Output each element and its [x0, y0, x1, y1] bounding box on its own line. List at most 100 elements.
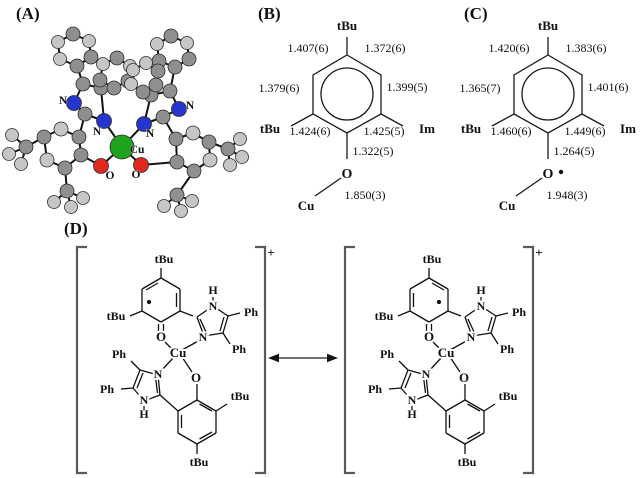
bond — [464, 432, 485, 445]
im-label: Im — [620, 121, 636, 136]
bond — [199, 403, 213, 412]
atom-label-o_left: O — [106, 170, 115, 182]
bond — [449, 356, 461, 373]
bond-length-bottom-left: 1.424(6) — [290, 124, 331, 138]
bond — [219, 316, 225, 332]
bond — [203, 332, 224, 337]
bond — [181, 356, 193, 373]
label-h: H — [407, 407, 417, 421]
bond-length-left: 1.365(7) — [460, 81, 501, 95]
bond — [445, 432, 466, 445]
im-label: Im — [419, 121, 435, 136]
bond — [464, 305, 482, 318]
bond — [177, 399, 198, 412]
label-n: N — [154, 367, 163, 381]
h-atom — [96, 57, 110, 71]
label-o: O — [156, 329, 166, 344]
bond — [447, 310, 462, 317]
c-atom — [150, 63, 166, 79]
bond — [397, 310, 411, 317]
h-atom — [39, 152, 55, 168]
label-tbu: tBu — [231, 389, 250, 403]
c-atom — [75, 76, 91, 92]
c-atom — [69, 58, 85, 74]
label-h: H — [139, 407, 149, 421]
c-atom — [155, 109, 171, 125]
bond — [159, 394, 179, 412]
label-tbu: tBu — [375, 309, 394, 323]
structure-bonds — [388, 268, 509, 454]
bond — [427, 394, 447, 412]
h-atom — [174, 204, 188, 218]
h-atom — [14, 157, 28, 171]
bond — [196, 432, 217, 445]
label-ph: Ph — [100, 382, 114, 396]
bond — [130, 360, 141, 371]
bond — [157, 374, 161, 396]
aromatic-circle — [521, 67, 575, 121]
bond — [215, 403, 228, 412]
bond — [411, 394, 429, 402]
label-ph: Ph — [380, 347, 394, 361]
bonds — [8, 33, 243, 212]
c-atom — [106, 80, 122, 96]
arrow-head-right — [327, 353, 338, 363]
label-tbu: tBu — [155, 252, 174, 266]
label-n: N — [199, 330, 208, 344]
label-tbu: tBu — [499, 389, 518, 403]
h-atom — [233, 132, 247, 146]
bond-length-right: 1.399(5) — [387, 80, 428, 94]
c-atom — [77, 106, 93, 122]
label-tbu: tBu — [190, 455, 209, 469]
cu-atom — [109, 134, 135, 160]
panel-b-label: (B) — [258, 4, 281, 23]
bond — [495, 312, 509, 317]
c-atom — [148, 77, 164, 93]
o-atom-label: O — [543, 167, 554, 182]
bond-im — [380, 113, 404, 127]
c-atom — [220, 141, 236, 157]
h-atom — [185, 194, 199, 208]
panel-c-label: (C) — [464, 4, 488, 23]
h-atom — [235, 150, 249, 164]
atom-label-o_right: O — [132, 169, 141, 181]
c-atom — [135, 84, 151, 100]
bond — [404, 372, 412, 389]
bond-o-cu — [314, 177, 342, 197]
label-charge: + — [267, 245, 274, 260]
bond-length-c-o: 1.322(5) — [353, 144, 394, 158]
label-o: O — [459, 370, 469, 385]
bond — [160, 356, 175, 372]
atom-label-cu: Cu — [130, 144, 145, 156]
bond — [400, 387, 413, 402]
bond — [445, 399, 466, 412]
h-atom — [2, 147, 16, 161]
bond — [428, 277, 449, 290]
h-atom — [5, 128, 19, 142]
label-n: N — [422, 367, 431, 381]
h-atom — [53, 52, 67, 66]
c-atom — [18, 139, 34, 155]
bond — [480, 305, 497, 317]
bond — [196, 316, 205, 337]
arrow-head-left — [268, 353, 279, 363]
label-cu: Cu — [170, 345, 187, 360]
bond-length-bottom-right: 1.449(6) — [565, 124, 606, 138]
h-atom — [53, 121, 69, 137]
atoms — [2, 26, 249, 218]
label-n: N — [477, 299, 486, 313]
c-atom — [162, 83, 178, 99]
c-atom — [83, 49, 99, 65]
label-n: N — [140, 393, 149, 407]
bond — [432, 341, 442, 351]
label-n: N — [467, 330, 476, 344]
bond — [449, 338, 471, 351]
atom-label-n_outer_right: N — [186, 100, 195, 112]
label-tbu: tBu — [107, 309, 126, 323]
label-ph: Ph — [500, 342, 514, 356]
label-ph: Ph — [368, 382, 382, 396]
n-atom — [171, 101, 187, 117]
bond — [212, 305, 229, 317]
